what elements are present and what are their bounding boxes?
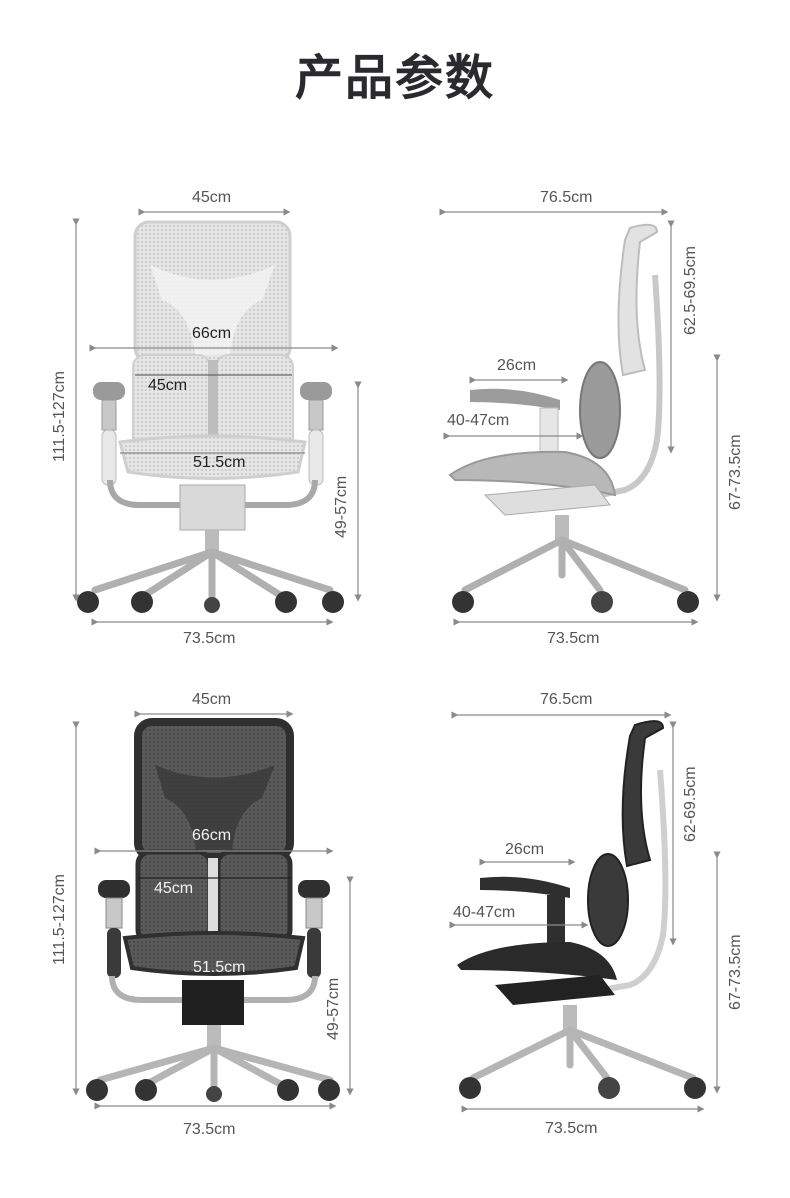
total-height-label: 111.5-127cm bbox=[51, 873, 68, 965]
backrest-height-label: 62-69.5cm bbox=[682, 766, 699, 842]
black-chair-side-illustration bbox=[449, 711, 721, 1113]
black-chair-front-illustration bbox=[72, 710, 354, 1110]
black-chair-front-diagram: 66cm 45cm 45cm 51.5cm 111.5-127cm 49-57c… bbox=[0, 680, 395, 1160]
total-depth-label: 76.5cm bbox=[540, 691, 593, 708]
armrest-height-label: 67-73.5cm bbox=[727, 934, 744, 1010]
headrest-width-label: 45cm bbox=[192, 189, 232, 206]
seat-height-label: 49-57cm bbox=[325, 977, 342, 1040]
backrest-height-label: 62.5-69.5cm bbox=[682, 246, 699, 335]
seat-depth-label: 40-47cm bbox=[447, 412, 510, 429]
armrest-length-label: 26cm bbox=[497, 357, 537, 374]
seat-depth-label: 40-47cm bbox=[453, 904, 516, 921]
total-depth-label: 76.5cm bbox=[540, 189, 593, 206]
armrest-span-label: 66cm bbox=[192, 827, 232, 844]
white-chair-side-illustration bbox=[439, 208, 721, 626]
armrest-height-label: 67-73.5cm bbox=[727, 434, 744, 510]
white-chair-side-diagram: 76.5cm 26cm 40-47cm 62.5-69.5cm 67-73.5c… bbox=[395, 180, 790, 660]
total-height-label: 111.5-127cm bbox=[51, 370, 68, 462]
base-width-label: 73.5cm bbox=[183, 630, 236, 647]
page-title: 产品参数 bbox=[294, 50, 495, 106]
seat-width-label: 51.5cm bbox=[193, 454, 246, 471]
armrest-span-label: 66cm bbox=[192, 325, 232, 342]
base-width-label: 73.5cm bbox=[545, 1120, 598, 1137]
seat-width-label: 51.5cm bbox=[193, 959, 246, 976]
white-chair-front-illustration bbox=[72, 208, 362, 626]
seat-height-label: 49-57cm bbox=[333, 475, 350, 538]
white-chair-front-diagram: 45cm 66cm 45cm 51.5cm 111.5-127cm 49-57c… bbox=[0, 180, 395, 660]
backrest-width-label: 45cm bbox=[148, 377, 188, 394]
base-width-label: 73.5cm bbox=[183, 1121, 236, 1138]
headrest-width-label: 45cm bbox=[192, 691, 232, 708]
armrest-length-label: 26cm bbox=[505, 841, 545, 858]
base-width-label: 73.5cm bbox=[547, 630, 600, 647]
black-chair-side-diagram: 76.5cm 26cm 40-47cm 62-69.5cm 67-73.5cm … bbox=[395, 680, 790, 1160]
backrest-width-label: 45cm bbox=[154, 880, 194, 897]
